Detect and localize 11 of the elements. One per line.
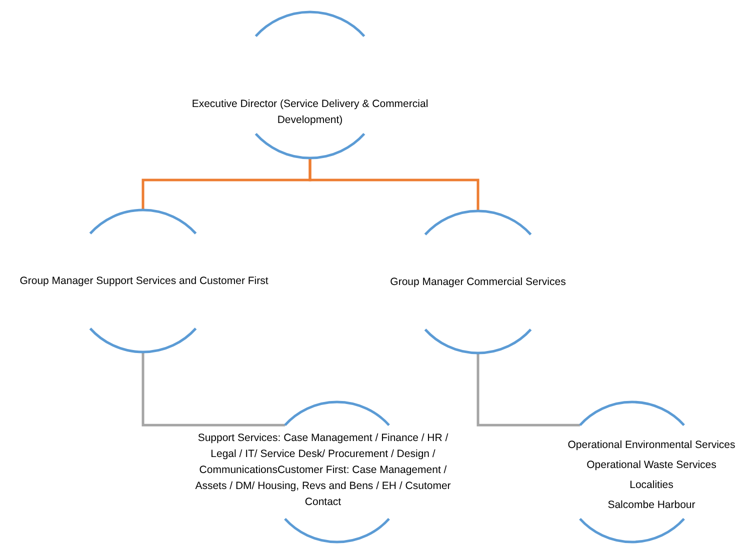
node-label: Salcombe Harbour bbox=[608, 498, 696, 513]
node-label: Group Manager Support Services and Customer First bbox=[20, 274, 268, 289]
node-label: Executive Director (Service Delivery & Commercial Development) bbox=[190, 97, 430, 128]
node-label: Group Manager Commercial Services bbox=[390, 275, 566, 290]
connector-line bbox=[142, 352, 285, 426]
node-label: Operational Waste Services bbox=[586, 458, 716, 473]
node-label: Support Services: Case Management / Finance / HR / Legal / IT/ Service Desk/ Procurement / Design / CommunicationsCustomer First: Case Management / Assets / DM/ Housing, Revs and Bens / EH / Csutomer Contact bbox=[194, 431, 452, 510]
connector-line bbox=[308, 158, 480, 211]
node-label: Operational Environmental Services bbox=[568, 438, 736, 453]
node-label: Localities bbox=[630, 478, 674, 493]
connector-line bbox=[476, 353, 580, 426]
